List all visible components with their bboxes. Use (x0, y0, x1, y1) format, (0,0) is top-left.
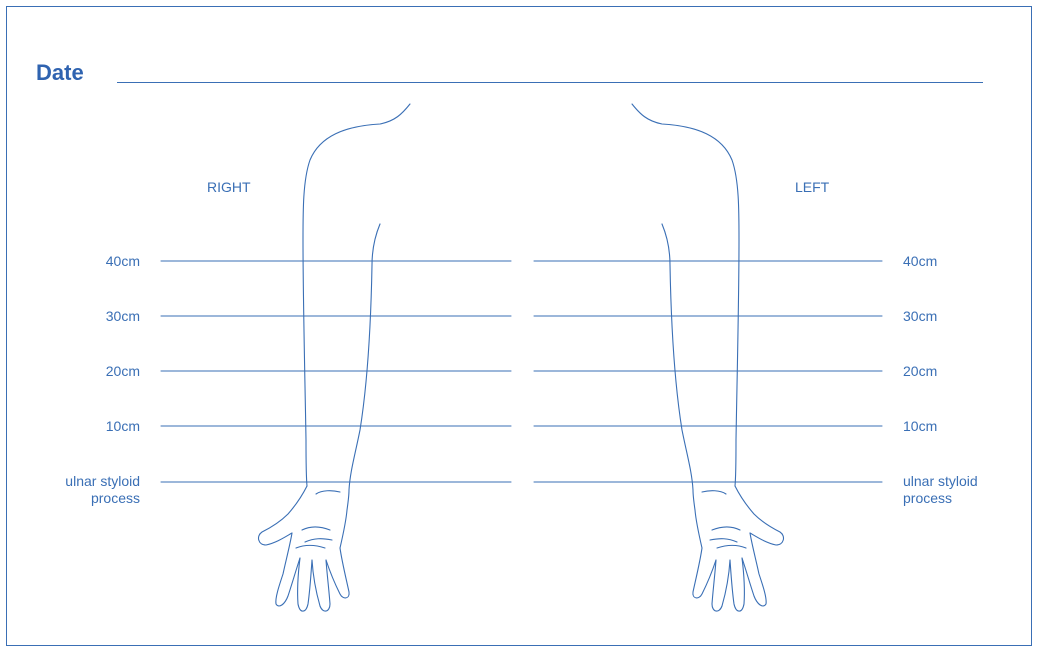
level-label-40cm-left: 40cm (903, 253, 938, 269)
level-label-10cm-left: 10cm (903, 418, 938, 434)
date-label: Date (36, 60, 84, 85)
arm-diagram (160, 103, 883, 612)
left-side-label: LEFT (795, 179, 830, 195)
level-label-20cm-left: 20cm (903, 363, 938, 379)
right-side-label: RIGHT (207, 179, 251, 195)
level-label-30cm-left: 30cm (903, 308, 938, 324)
date-field-line[interactable] (117, 82, 983, 83)
left-arm-outline (631, 103, 785, 612)
right-arm-outline (257, 103, 411, 612)
measurement-lines-left-arm (533, 260, 883, 483)
level-label-10cm-right: 10cm (105, 418, 140, 434)
level-label-30cm-right: 30cm (105, 308, 140, 324)
measurement-lines-right-arm (160, 260, 512, 483)
level-label-40cm-right: 40cm (105, 253, 140, 269)
level-label-20cm-right: 20cm (105, 363, 140, 379)
